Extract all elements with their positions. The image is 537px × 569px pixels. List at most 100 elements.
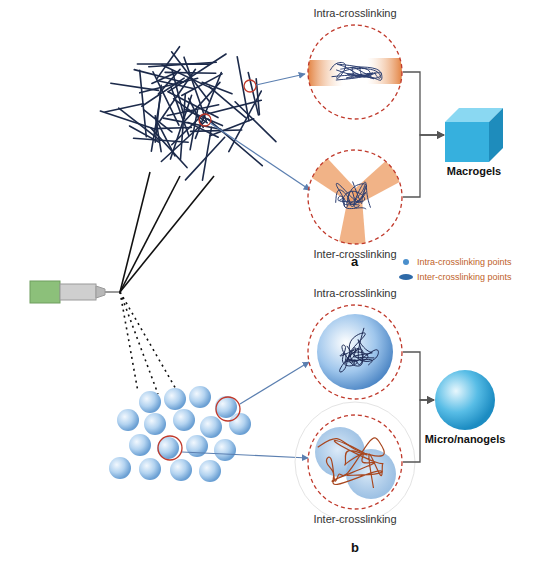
syringe-barrel [60,284,96,300]
fiber [171,87,189,135]
zoom-circle: Inter-crosslinking [307,414,403,510]
legend-row: Inter-crosslinking points [398,269,512,284]
selection-circle [244,80,256,92]
needle [105,291,120,293]
zoom-content [301,149,410,249]
selection-circle [158,436,182,460]
zoom-halo [295,402,415,522]
gel-particle [229,413,251,435]
gel-particle [317,314,393,390]
droplet-jet [120,292,138,392]
polymer-chain [318,438,385,485]
merge-arrow [403,352,434,400]
merge-arrow [403,135,444,197]
droplet-jet [120,292,180,396]
gel-particle [199,460,221,482]
fiber [190,111,197,150]
gel-particle [186,435,208,457]
node-outline [307,304,403,400]
gel-particle [144,413,166,435]
fiber-network [100,47,276,180]
zoom-circle: Inter-crosslinking [307,149,403,245]
macrogel-cube: Macrogels [445,108,503,162]
zoom-arrow [210,123,310,190]
polymer-chain [336,67,382,80]
zoom-arrow [182,452,308,458]
fiber [105,104,143,112]
gel-particle [200,416,222,438]
zoom-circle: Intra-crosslinking [307,304,403,400]
fiber [100,111,156,130]
node-outline [435,370,495,430]
gel-particle [129,434,151,456]
zoom-outline [308,415,402,509]
polymer-chain [340,345,378,366]
cube-side [489,108,503,162]
cube-front [445,122,489,162]
fiber-segment [367,58,403,84]
fiber [140,78,198,93]
fiber [208,119,262,165]
gel-particle [170,459,192,481]
fiber [168,54,226,92]
gel-type-label: Micro/nanogels [425,433,506,445]
fiber-jet [120,176,214,292]
gel-particle [139,458,161,480]
selection-circle [216,397,240,421]
fiber-segment [351,154,410,204]
merge-arrow [403,72,444,135]
fiber-jet [120,176,180,292]
fiber-segment [338,198,366,249]
legend-row: Intra-crosslinking points [398,254,512,269]
zoom-outline [308,150,402,244]
zoom-outline [308,305,402,399]
panel-letter: a [351,254,358,269]
node-outline [307,414,403,510]
zoom-circle: Intra-crosslinking [307,24,403,120]
merge-arrow [403,400,434,462]
fiber-segment [301,149,360,203]
gel-particle [117,409,139,431]
legend-swatch-box [398,258,414,266]
syringe-plunger [30,281,60,303]
fiber [229,91,261,152]
fiber [152,72,178,84]
node-outline [307,149,403,245]
panel-heading: Intra-crosslinking [313,7,396,19]
selection-circle [199,114,211,126]
legend-text: Inter-crosslinking points [417,272,512,282]
gel-particle [139,391,161,413]
zoom-arrow [256,74,305,85]
legend-swatch-box [398,273,414,281]
node-outline [307,24,403,120]
gel-particle [189,386,211,408]
polymer-chain [330,62,380,78]
fiber [202,127,211,180]
zoom-outline [308,25,402,119]
fiber [209,87,245,118]
zoom-content [307,58,403,86]
syringe [30,281,120,303]
sphere-body [435,370,495,430]
node-outline [445,108,503,162]
syringe-tip [96,286,105,298]
zoom-content [315,427,396,499]
polymer-chain [332,440,383,488]
fiber [248,72,258,114]
panel-heading: Inter-crosslinking [313,513,396,525]
fiber [155,85,161,142]
zoom-arrow [240,362,309,404]
legend: Intra-crosslinking pointsInter-crosslink… [398,254,512,284]
nanogel-sphere: Micro/nanogels [435,370,495,430]
polymer-chain [336,183,366,209]
fiber [149,62,216,67]
legend-swatch [399,274,413,280]
fiber [235,102,276,142]
gel-particle [215,396,237,418]
gel-particle [164,388,186,410]
legend-swatch [403,259,409,265]
fiber [134,138,189,142]
panel-heading: Intra-crosslinking [313,287,396,299]
